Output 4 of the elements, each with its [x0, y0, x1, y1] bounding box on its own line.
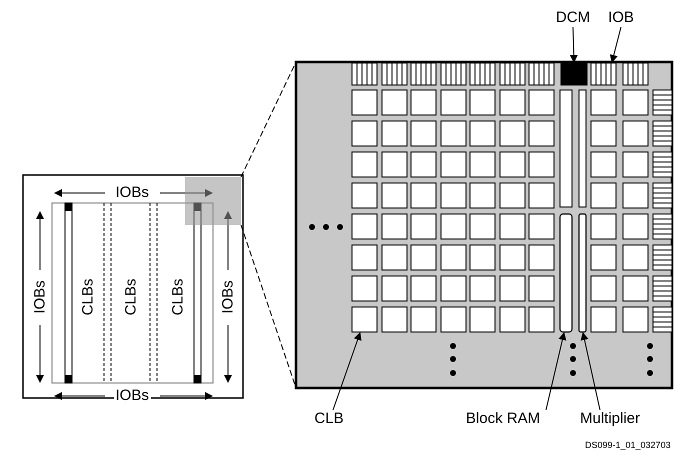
region-label: CLBs [122, 276, 139, 318]
region-label: CLBs [80, 276, 96, 318]
region-label: CLBs [170, 276, 186, 318]
figure-id: DS099-1_01_032703 [583, 440, 673, 450]
